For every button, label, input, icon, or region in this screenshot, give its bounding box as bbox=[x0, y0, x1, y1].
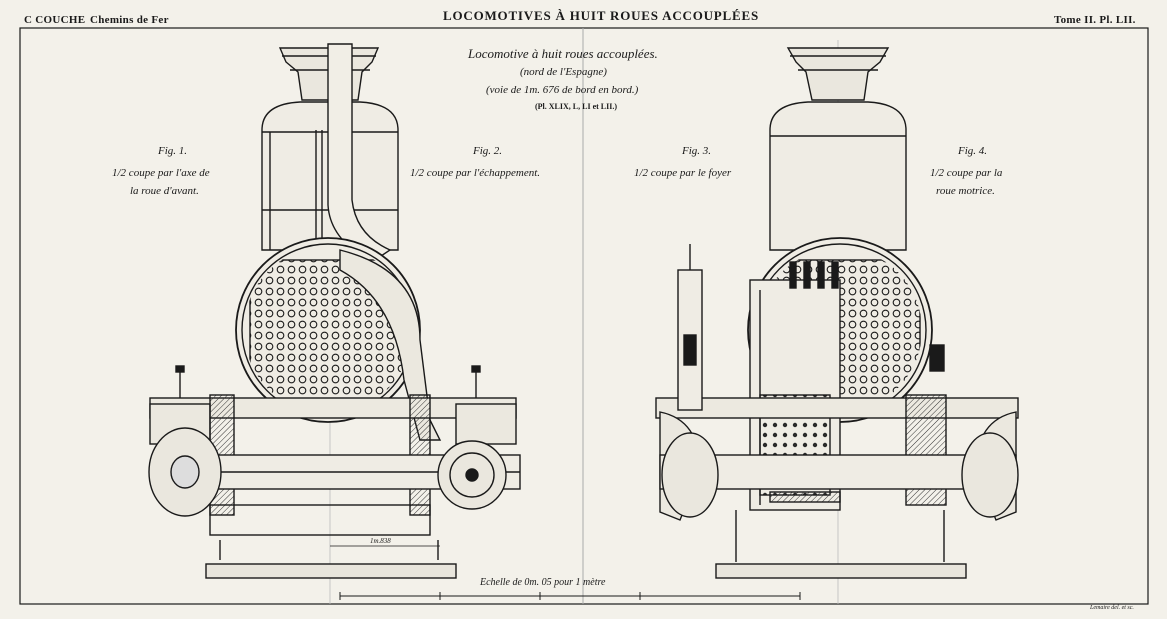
caption-line1: Locomotive à huit roues accouplées. bbox=[468, 46, 658, 61]
fig3-label: Fig. 3. bbox=[682, 145, 712, 157]
right-locomotive-section bbox=[655, 47, 1019, 579]
rail-base-right bbox=[715, 563, 967, 579]
dimension-label: 1m.838 bbox=[370, 537, 391, 545]
engraver-credit: Lemaire del. et sc. bbox=[1090, 605, 1134, 611]
wheel-right-a bbox=[661, 432, 719, 518]
chimney-right bbox=[786, 47, 890, 101]
fig1-desc2: la roue d'avant. bbox=[130, 185, 199, 197]
fig4-desc2: roue motrice. bbox=[936, 185, 995, 197]
fig4-desc1: 1/2 coupe par la bbox=[930, 167, 1003, 179]
fig1-desc1: 1/2 coupe par l'axe de bbox=[112, 167, 210, 179]
fig2-label: Fig. 2. bbox=[473, 145, 503, 157]
caption-line2: (nord de l'Espagne) bbox=[520, 66, 607, 78]
exhaust-pipe bbox=[327, 43, 392, 263]
fig2-desc1: 1/2 coupe par l'échappement. bbox=[410, 167, 541, 179]
scale-note: Echelle de 0m. 05 pour 1 mètre bbox=[480, 577, 606, 588]
fig1-label: Fig. 1. bbox=[158, 145, 188, 157]
header-author: C COUCHE bbox=[24, 14, 86, 26]
plate-title: LOCOMOTIVES À HUIT ROUES ACCOUPLÉES bbox=[443, 8, 759, 23]
header-series: Chemins de Fer bbox=[90, 14, 169, 26]
caption-line3: (voie de 1m. 676 de bord en bord.) bbox=[486, 84, 639, 96]
rail-base-left bbox=[205, 563, 457, 579]
axle-right bbox=[659, 454, 1017, 490]
plate-border bbox=[19, 27, 1149, 605]
scale-bar bbox=[339, 592, 801, 600]
fig3-desc1: 1/2 coupe par le foyer bbox=[634, 167, 732, 179]
wheel-right-b bbox=[961, 432, 1019, 518]
fig4-label: Fig. 4. bbox=[958, 145, 988, 157]
left-locomotive-section bbox=[148, 43, 521, 579]
header-volume: Tome II. Pl. LII. bbox=[1054, 14, 1136, 26]
caption-line4: (Pl. XLIX, L, LI et LII.) bbox=[535, 102, 618, 111]
